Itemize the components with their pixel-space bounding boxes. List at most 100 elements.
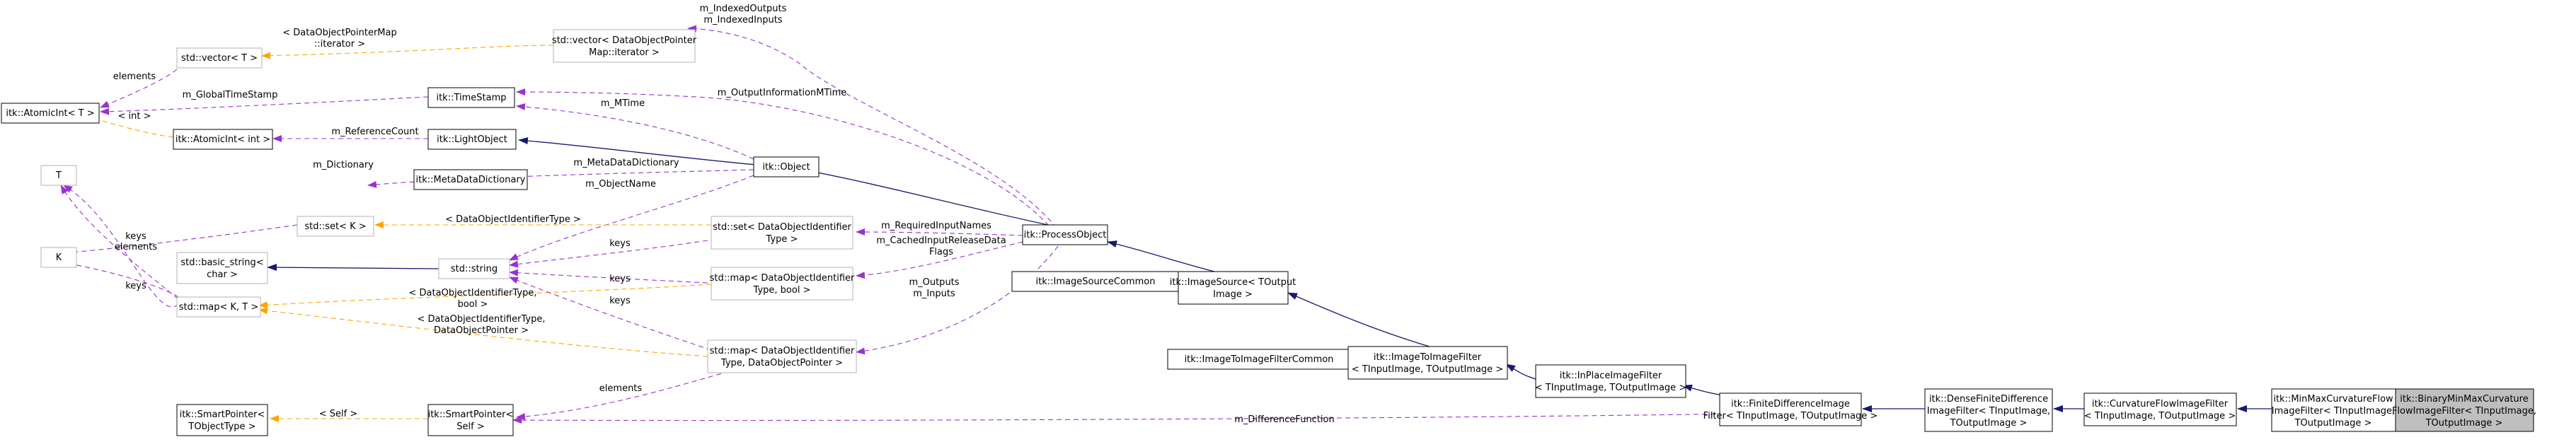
- node-imagesourcecommon[interactable]: itk::ImageSourceCommon: [1011, 271, 1180, 292]
- node-vector-t[interactable]: std::vector< T >: [176, 47, 263, 69]
- edge-required-inputs: [856, 228, 1023, 236]
- svg-text:FlowImageFilter< TInputImage,: FlowImageFilter< TInputImage,: [2392, 406, 2536, 417]
- svg-text:K: K: [56, 252, 62, 263]
- svg-text:Type, DataObjectPointer >: Type, DataObjectPointer >: [720, 358, 843, 368]
- edge-elements-t: [60, 185, 179, 300]
- label-keys-ptr: keys: [609, 296, 631, 306]
- node-string[interactable]: std::string: [438, 258, 510, 279]
- svg-text:std::map< K, T >: std::map< K, T >: [179, 302, 259, 313]
- svg-text:std::vector< DataObjectPointer: std::vector< DataObjectPointer: [552, 35, 697, 46]
- node-lightobject[interactable]: itk::LightObject: [427, 129, 517, 150]
- node-basic-string[interactable]: std::basic_string< char >: [176, 252, 268, 284]
- svg-text:std::vector< T >: std::vector< T >: [181, 53, 258, 64]
- svg-text:itk::AtomicInt< int >: itk::AtomicInt< int >: [176, 134, 270, 145]
- label-dictionary: m_Dictionary: [313, 160, 374, 170]
- label-keys-set: keys: [609, 238, 631, 249]
- svg-text:itk::LightObject: itk::LightObject: [437, 134, 507, 145]
- node-object[interactable]: itk::Object: [753, 156, 820, 178]
- svg-text:ImageFilter< TInputImage,: ImageFilter< TInputImage,: [2272, 406, 2395, 417]
- svg-text:itk::DenseFiniteDifference: itk::DenseFiniteDifference: [1929, 394, 2048, 405]
- svg-text:Map::iterator >: Map::iterator >: [589, 47, 660, 58]
- svg-text:TOutputImage >: TOutputImage >: [1950, 418, 2028, 429]
- svg-text:itk::ImageSource< TOutput: itk::ImageSource< TOutput: [1170, 277, 1296, 288]
- edge-dopm-iter: [261, 45, 554, 59]
- label-doid-ptr-1: < DataObjectIdentifierType,: [418, 314, 546, 325]
- node-processobject[interactable]: itk::ProcessObject: [1022, 224, 1108, 245]
- svg-text:char >: char >: [207, 269, 238, 280]
- label-doid-bool-2: bool >: [458, 299, 488, 310]
- edge-keys-bool: [509, 269, 708, 284]
- svg-text:itk::SmartPointer<: itk::SmartPointer<: [180, 409, 265, 420]
- node-smartpointer-tobjecttype[interactable]: itk::SmartPointer< TObjectType >: [176, 404, 268, 436]
- label-lt-self: < Self >: [319, 409, 358, 419]
- svg-text:Image >: Image >: [1213, 289, 1253, 300]
- svg-text:< TInputImage, TOutputImage >: < TInputImage, TOutputImage >: [1352, 364, 1503, 375]
- svg-text:std::map< DataObjectIdentifier: std::map< DataObjectIdentifier: [710, 273, 855, 284]
- svg-text:Type >: Type >: [766, 234, 798, 245]
- label-keys-map: keys: [125, 281, 146, 291]
- label-objectname: m_ObjectName: [585, 179, 656, 190]
- node-vector-iterator[interactable]: std::vector< DataObjectPointer Map::iter…: [552, 29, 697, 63]
- edge-difference-function: [512, 413, 1742, 424]
- node-imagetoimagefiltercommon[interactable]: itk::ImageToImageFilterCommon: [1167, 349, 1351, 370]
- edge-objectname: [509, 175, 754, 261]
- node-map-kt[interactable]: std::map< K, T >: [176, 296, 261, 318]
- node-atomicint-t[interactable]: itk::AtomicInt< T >: [1, 103, 100, 124]
- edge-global-ts: [100, 96, 429, 115]
- edge-cached-input: [856, 241, 1023, 279]
- svg-text:Filter< TInputImage, TOutputIm: Filter< TInputImage, TOutputImage >: [1703, 411, 1878, 421]
- svg-text:itk::ImageToImageFilterCommon: itk::ImageToImageFilterCommon: [1185, 354, 1334, 365]
- node-metadatadictionary[interactable]: itk::MetaDataDictionary: [413, 169, 528, 190]
- svg-text:itk::CurvatureFlowImageFilter: itk::CurvatureFlowImageFilter: [2092, 399, 2229, 409]
- node-smartpointer-self[interactable]: itk::SmartPointer< Self >: [427, 404, 514, 436]
- edge-imagesource-i2i: [1287, 292, 1437, 349]
- svg-text:itk::InPlaceImageFilter: itk::InPlaceImageFilter: [1560, 371, 1662, 381]
- label-mtime: m_MTime: [601, 98, 645, 109]
- edge-basic-string: [267, 264, 439, 272]
- label-difference-function: m_DifferenceFunction: [1234, 414, 1334, 425]
- label-indexed-2: m_IndexedInputs: [703, 15, 782, 25]
- label-metadata: m_MetaDataDictionary: [573, 158, 679, 168]
- svg-text:itk::MinMaxCurvatureFlow: itk::MinMaxCurvatureFlow: [2273, 394, 2393, 405]
- node-densefinitedifferenceimagefilter[interactable]: itk::DenseFiniteDifference ImageFilter< …: [1924, 388, 2053, 432]
- node-atomicint-int[interactable]: itk::AtomicInt< int >: [173, 129, 273, 150]
- node-map-bool[interactable]: std::map< DataObjectIdentifier Type, boo…: [710, 267, 855, 301]
- node-curvatureflowimagefilter[interactable]: itk::CurvatureFlowImageFilter < TInputIm…: [2083, 392, 2237, 426]
- node-inplaceimagefilter[interactable]: itk::InPlaceImageFilter < TInputImage, T…: [1535, 364, 1686, 398]
- svg-text:TObjectType >: TObjectType >: [188, 421, 255, 432]
- svg-text:itk::SmartPointer<: itk::SmartPointer<: [428, 409, 514, 420]
- node-minmaxcurvatureflowimagefilter[interactable]: itk::MinMaxCurvatureFlow ImageFilter< TI…: [2271, 388, 2396, 432]
- node-imagetoimagefilter[interactable]: itk::ImageToImageFilter < TInputImage, T…: [1347, 346, 1508, 380]
- edge-processobject-imagesource: [1107, 240, 1218, 273]
- edge-labels: m_IndexedOutputs m_IndexedInputs < DataO…: [113, 4, 1335, 425]
- svg-text:itk::FiniteDifferenceImage: itk::FiniteDifferenceImage: [1731, 399, 1850, 409]
- node-finitedifferenceimagefilter[interactable]: itk::FiniteDifferenceImage Filter< TInpu…: [1703, 392, 1878, 426]
- svg-text:Self >: Self >: [456, 421, 484, 432]
- edge-elements-top: [100, 69, 178, 108]
- node-imagesource[interactable]: itk::ImageSource< TOutput Image >: [1170, 271, 1296, 305]
- label-elements-k: elements: [115, 242, 158, 252]
- node-set-k[interactable]: std::set< K >: [297, 216, 374, 237]
- edge-elements-ptr: [516, 364, 754, 420]
- node-binaryminmaxcurvatureflowimagefilter[interactable]: itk::BinaryMinMaxCurvature FlowImageFilt…: [2392, 388, 2536, 432]
- label-output-info: m_OutputInformationMTime: [718, 88, 847, 98]
- edge-keys-set: [509, 240, 708, 268]
- node-timestamp[interactable]: itk::TimeStamp: [427, 87, 515, 108]
- label-keys-k: keys: [125, 231, 146, 242]
- svg-text:< TInputImage, TOutputImage >: < TInputImage, TOutputImage >: [1535, 383, 1686, 393]
- svg-text:std::basic_string<: std::basic_string<: [180, 257, 263, 268]
- label-indexed-1: m_IndexedOutputs: [700, 4, 787, 14]
- edge-keys-map: [63, 185, 179, 308]
- label-global-ts: m_GlobalTimeStamp: [183, 90, 278, 100]
- svg-text:TOutputImage >: TOutputImage >: [2425, 418, 2503, 429]
- node-map-dataobjectpointer[interactable]: std::map< DataObjectIdentifier Type, Dat…: [707, 339, 857, 373]
- svg-text:ImageFilter< TInputImage,: ImageFilter< TInputImage,: [1927, 406, 2050, 417]
- svg-text:std::map< DataObjectIdentifier: std::map< DataObjectIdentifier: [710, 346, 855, 356]
- node-k[interactable]: K: [40, 247, 77, 268]
- label-keys-bool: keys: [609, 274, 631, 284]
- nodes: std::vector< T > std::vector< DataObject…: [1, 29, 2536, 436]
- edge-lightobject-object: [518, 137, 757, 165]
- node-t[interactable]: T: [40, 165, 77, 186]
- node-set-dataobjectidentifier[interactable]: std::set< DataObjectIdentifier Type >: [711, 216, 853, 250]
- label-doid-ptr-2: DataObjectPointer >: [434, 325, 529, 336]
